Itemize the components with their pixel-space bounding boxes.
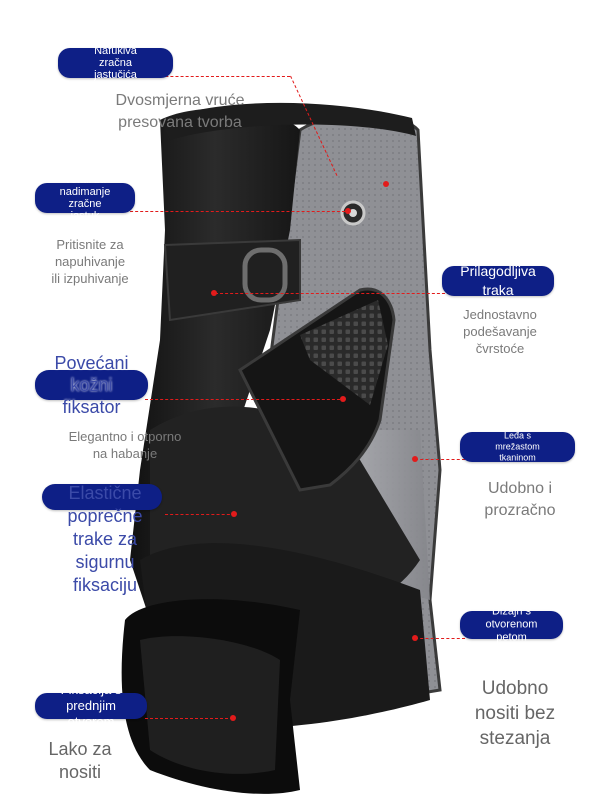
elastic-straps-label: Elastične poprečne trake za sigurnu fiks…: [67, 483, 143, 595]
mesh-back-desc: Udobno i prozračno: [484, 480, 556, 519]
air-cushion-desc: Dvosmjerna vruće presovana tvorba: [115, 92, 245, 131]
front-open-desc: Lako za nositi: [48, 739, 112, 782]
open-heel-desc: Udobno nositi bez stezanja: [474, 678, 556, 749]
open-heel-pill: Dizajn s otvorenom petom: [460, 606, 563, 644]
elastic-straps-pill: [42, 484, 162, 510]
leather-fixator-pill: Povećani kožni fiksator: [35, 353, 148, 417]
valve-desc: Pritisnite za napuhivanje ili izpuhivanj…: [51, 237, 129, 286]
leather-fixator-desc: Elegantno i otporno na habanje: [68, 429, 182, 461]
mesh-back-pill: Leđa s mrežastom tkaninom: [460, 431, 575, 463]
adjustable-strap-pill: Prilagodljiva traka: [442, 263, 554, 298]
valve-pill: Ventil za nadimanje zračne jastuk: [35, 174, 135, 222]
adjustable-strap-desc: Jednostavno podešavanje čvrstoće: [463, 307, 537, 356]
air-cushion-pill: Nafukiva zračna jastučića: [58, 45, 173, 81]
front-open-pill: Fiksacija s prednjim otvorom: [35, 682, 147, 729]
